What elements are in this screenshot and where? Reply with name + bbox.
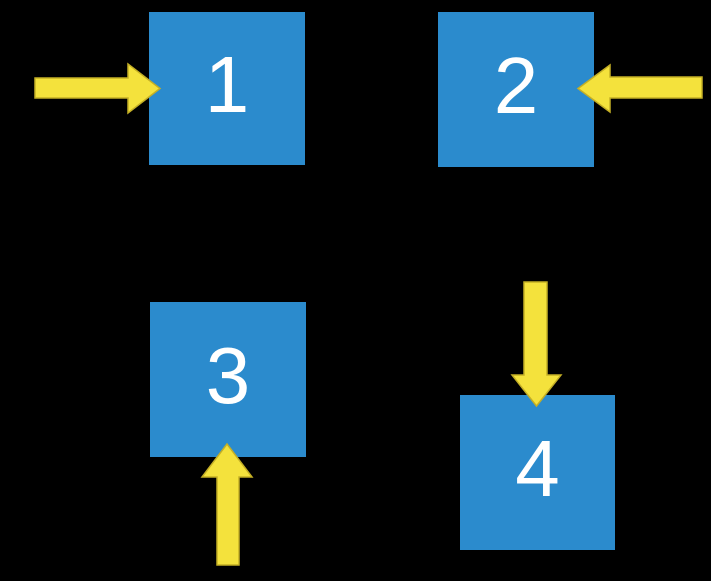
arrow-up-icon [200,442,254,566]
square-2: 2 [438,12,594,167]
square-3: 3 [150,302,306,457]
arrow-down-icon [510,281,563,408]
arrow-right-icon [34,62,162,115]
square-1-label: 1 [204,39,250,129]
arrow-left-icon [576,63,703,114]
square-4-label: 4 [515,423,560,513]
square-2-label: 2 [493,40,539,130]
square-3-label: 3 [205,330,251,420]
square-4: 4 [460,395,615,550]
square-1: 1 [149,12,305,165]
